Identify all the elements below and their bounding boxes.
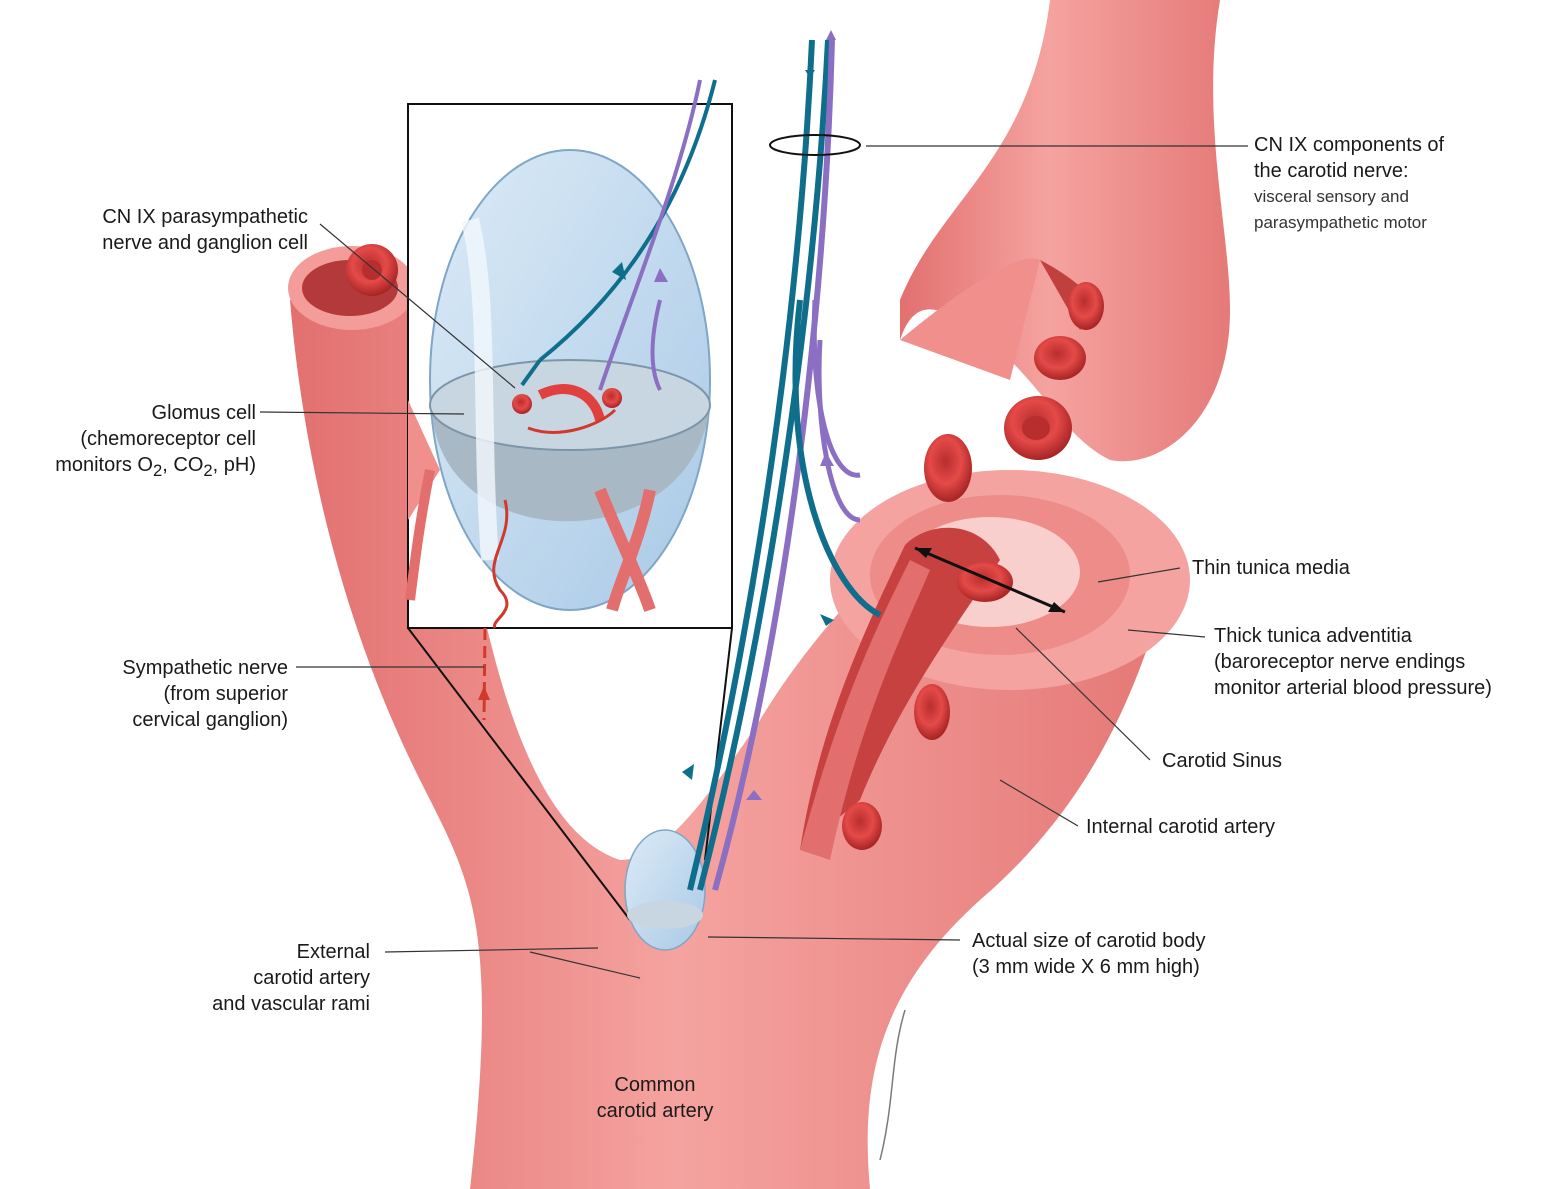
label-internal-carotid-artery: Internal carotid artery <box>1086 814 1275 840</box>
label-glomus-cell: Glomus cell (chemoreceptor cell monitors… <box>55 400 256 484</box>
external-carotid-opening <box>288 244 416 330</box>
glomus-cell-o2-text: monitors O <box>55 454 153 476</box>
glomus-cell-line3: monitors O2, CO2, pH) <box>55 452 256 484</box>
label-sympathetic-nerve: Sympathetic nerve (from superior cervica… <box>122 655 288 733</box>
label-carotid-sinus: Carotid Sinus <box>1162 748 1282 774</box>
thick-tunica-line3: monitor arterial blood pressure) <box>1214 675 1492 701</box>
label-thick-tunica-adventitia: Thick tunica adventitia (baroreceptor ne… <box>1214 623 1492 701</box>
cn9-parasympathetic-line1: CN IX parasympathetic <box>102 204 308 230</box>
internal-carotid-upper-segment <box>900 0 1230 461</box>
glomus-cell-co2-text: , CO <box>162 454 203 476</box>
glomus-cell-o2-subscript: 2 <box>153 461 162 480</box>
sympathetic-nerve-line3: cervical ganglion) <box>122 707 288 733</box>
actual-size-line2: (3 mm wide X 6 mm high) <box>972 954 1205 980</box>
carotid-body-inset <box>408 80 732 628</box>
common-carotid-line1: Common <box>570 1072 740 1098</box>
label-cn9-parasympathetic: CN IX parasympathetic nerve and ganglion… <box>102 204 308 256</box>
glomus-cell-line1: Glomus cell <box>55 400 256 426</box>
label-external-carotid: External carotid artery and vascular ram… <box>212 939 370 1017</box>
glomus-cell-co2-subscript: 2 <box>203 461 212 480</box>
common-carotid-line2: carotid artery <box>570 1098 740 1124</box>
label-actual-size: Actual size of carotid body (3 mm wide X… <box>972 928 1205 980</box>
cn9-components-line4: parasympathetic motor <box>1254 210 1444 236</box>
cn9-parasympathetic-line2: nerve and ganglion cell <box>102 230 308 256</box>
glomus-cell-ph-text: , pH) <box>213 454 256 476</box>
cn9-components-line3: visceral sensory and <box>1254 184 1444 210</box>
external-carotid-line2: carotid artery <box>212 965 370 991</box>
label-cn9-components: CN IX components of the carotid nerve: v… <box>1254 132 1444 236</box>
external-carotid-line3: and vascular rami <box>212 991 370 1017</box>
thick-tunica-line2: (baroreceptor nerve endings <box>1214 649 1492 675</box>
cn9-components-line1: CN IX components of <box>1254 132 1444 158</box>
glomus-cell-line2: (chemoreceptor cell <box>55 426 256 452</box>
label-common-carotid: Common carotid artery <box>570 1072 740 1124</box>
thick-tunica-line1: Thick tunica adventitia <box>1214 623 1492 649</box>
cn9-components-line2: the carotid nerve: <box>1254 158 1444 184</box>
external-carotid-line1: External <box>212 939 370 965</box>
actual-size-line1: Actual size of carotid body <box>972 928 1205 954</box>
sympathetic-nerve-line1: Sympathetic nerve <box>122 655 288 681</box>
sympathetic-nerve-line2: (from superior <box>122 681 288 707</box>
label-thin-tunica-media: Thin tunica media <box>1192 555 1350 581</box>
